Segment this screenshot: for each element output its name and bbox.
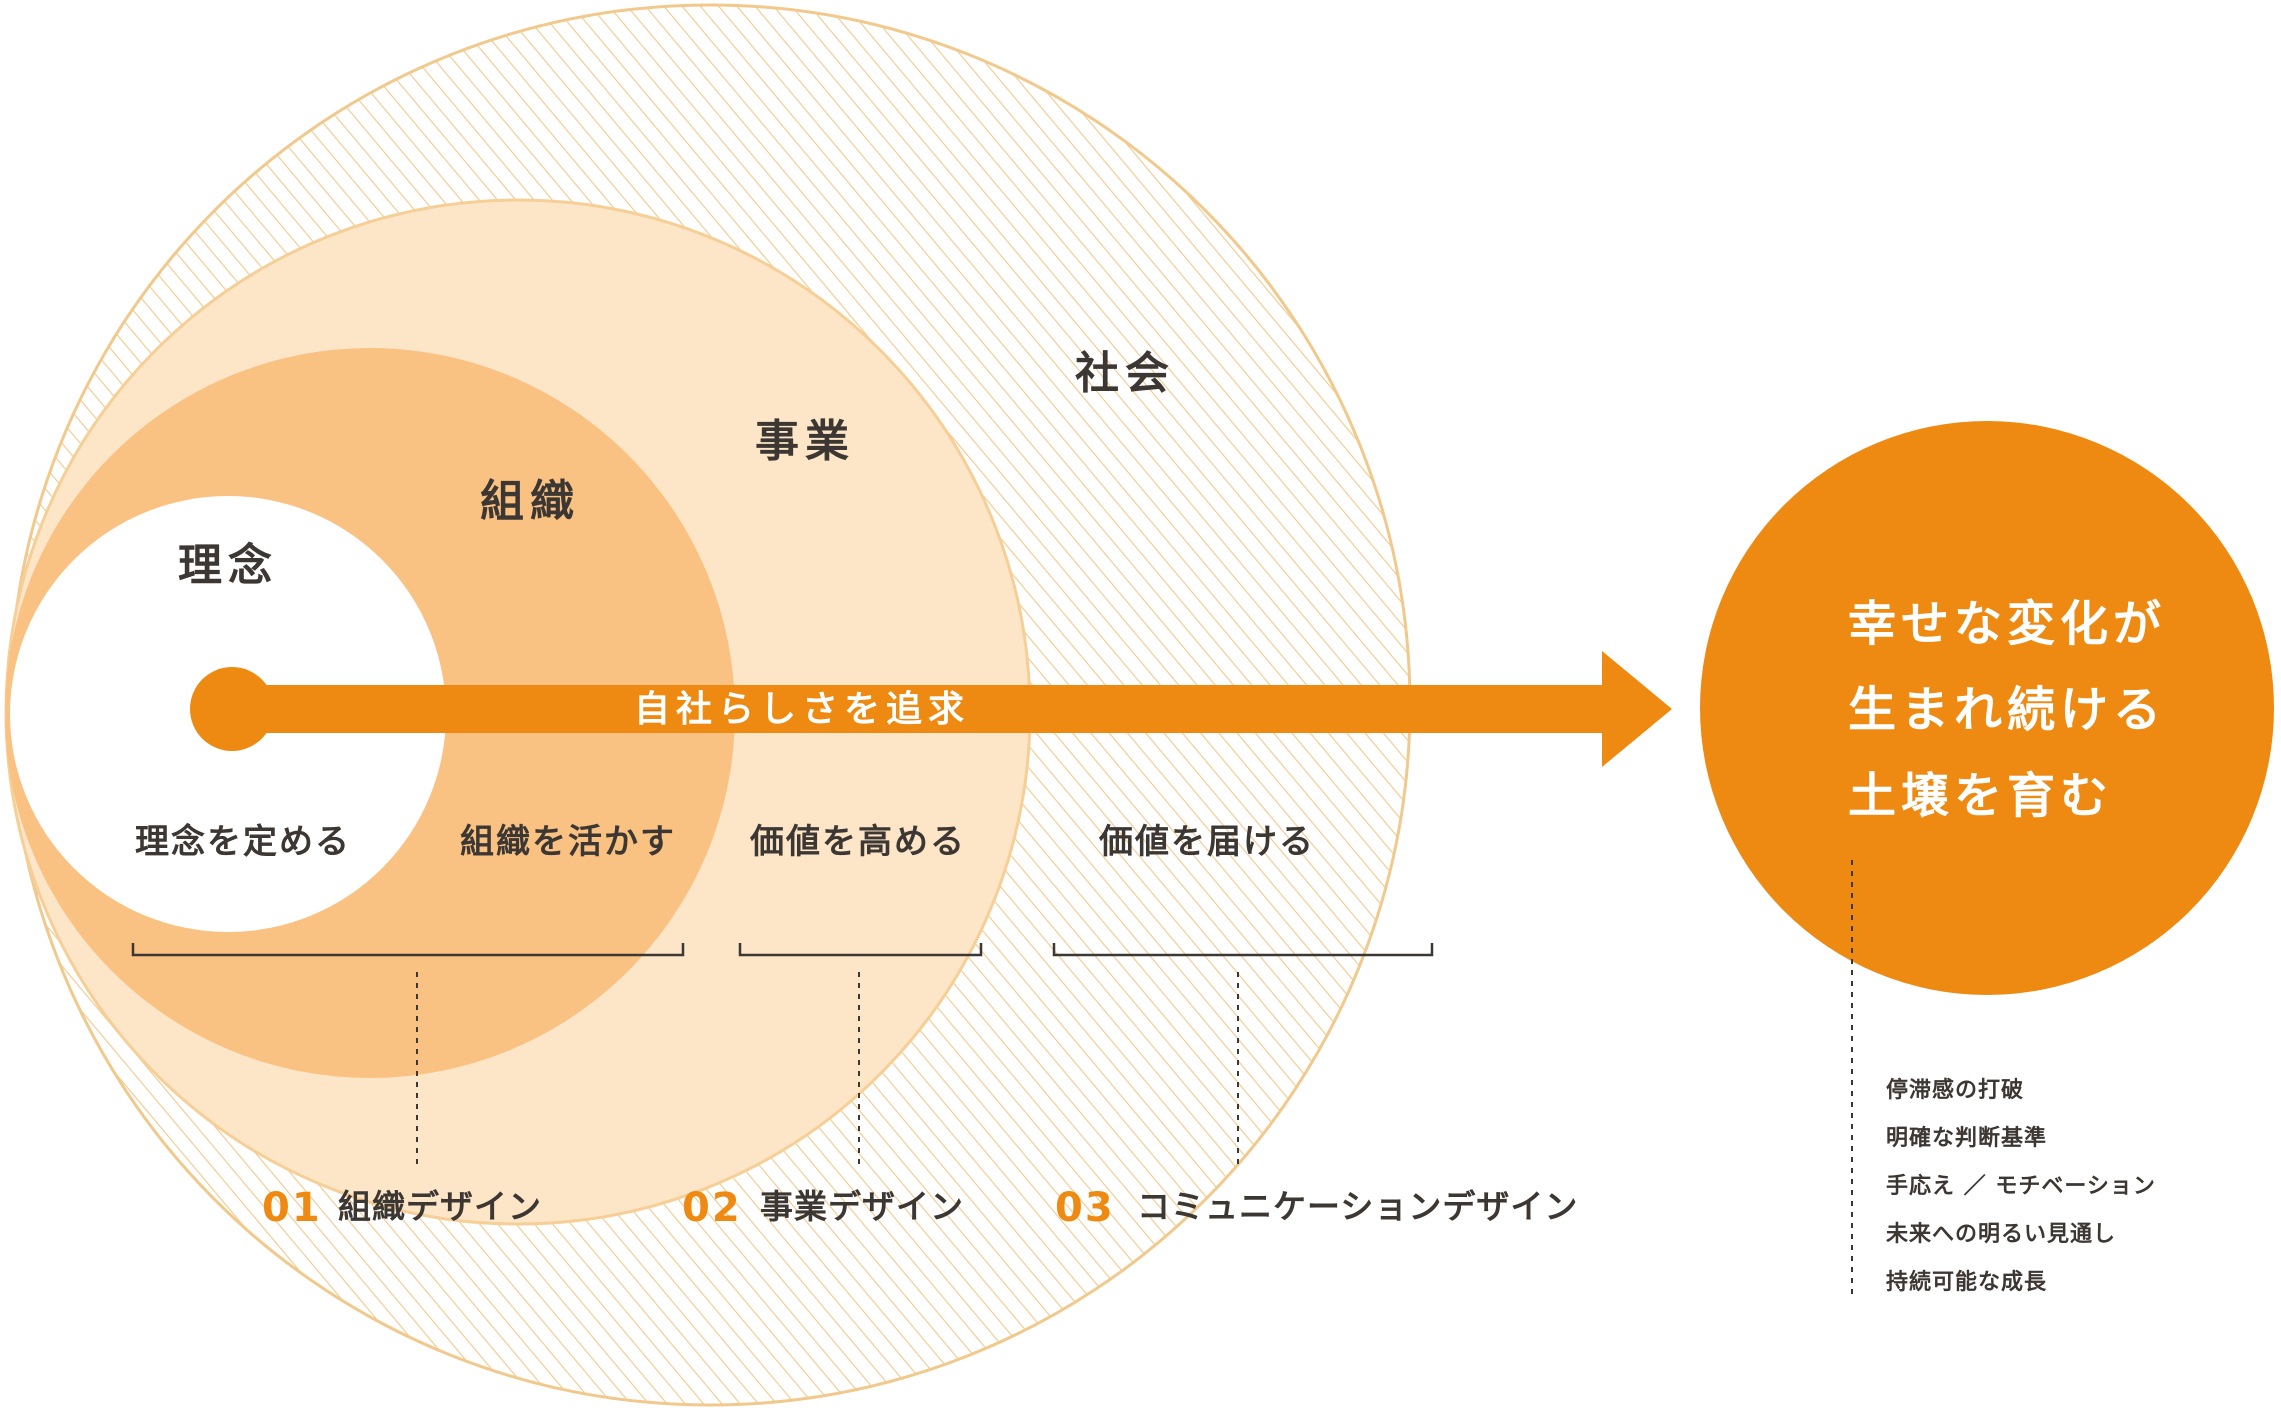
category-business-design: 02 事業デザイン — [682, 1185, 964, 1231]
category-number: 03 — [1055, 1185, 1115, 1231]
category-number: 02 — [682, 1185, 742, 1231]
arrow-head — [1602, 651, 1672, 767]
arrow-shaft — [232, 685, 1604, 733]
action-utilize-organization: 組織を活かす — [460, 822, 676, 862]
bracket-communication-design — [1052, 943, 1434, 957]
ring-label-organization: 組織 — [480, 476, 580, 527]
pursuit-arrow: 自社らしさを追求 — [190, 651, 1672, 767]
category-communication-design: 03 コミュニケーションデザイン — [1055, 1185, 1578, 1231]
category-label: 事業デザイン — [760, 1187, 964, 1226]
outcome-item: 持続可能な成長 — [1886, 1269, 2047, 1295]
goal-line-3: 土壌を育む — [1848, 768, 2113, 824]
category-label: コミュニケーションデザイン — [1137, 1187, 1578, 1226]
outcome-item: 停滞感の打破 — [1886, 1077, 2024, 1103]
category-number: 01 — [262, 1185, 322, 1231]
outcome-item: 明確な判断基準 — [1886, 1125, 2047, 1151]
ring-label-society: 社会 — [1075, 348, 1175, 399]
category-organization-design: 01 組織デザイン — [262, 1185, 542, 1231]
action-define-philosophy: 理念を定める — [135, 822, 351, 862]
bracket-organization-design — [131, 943, 685, 957]
action-deliver-value: 価値を届ける — [1098, 822, 1315, 862]
bracket-business-design — [738, 943, 983, 957]
category-label: 組織デザイン — [338, 1187, 542, 1226]
ring-label-philosophy: 理念 — [178, 540, 278, 591]
arrow-label: 自社らしさを追求 — [634, 689, 970, 730]
action-raise-value: 価値を高める — [749, 822, 966, 862]
goal-line-2: 生まれ続ける — [1848, 682, 2166, 738]
outcomes-list: 停滞感の打破 明確な判断基準 手応え ／ モチベーション 未来への明るい見通し … — [1886, 1077, 2156, 1295]
outcome-item: 手応え ／ モチベーション — [1886, 1173, 2156, 1199]
goal-line-1: 幸せな変化が — [1848, 596, 2166, 652]
ring-label-business: 事業 — [755, 416, 855, 467]
outcome-item: 未来への明るい見通し — [1886, 1222, 2116, 1247]
goal-circle: 幸せな変化が 生まれ続ける 土壌を育む — [1700, 421, 2274, 995]
